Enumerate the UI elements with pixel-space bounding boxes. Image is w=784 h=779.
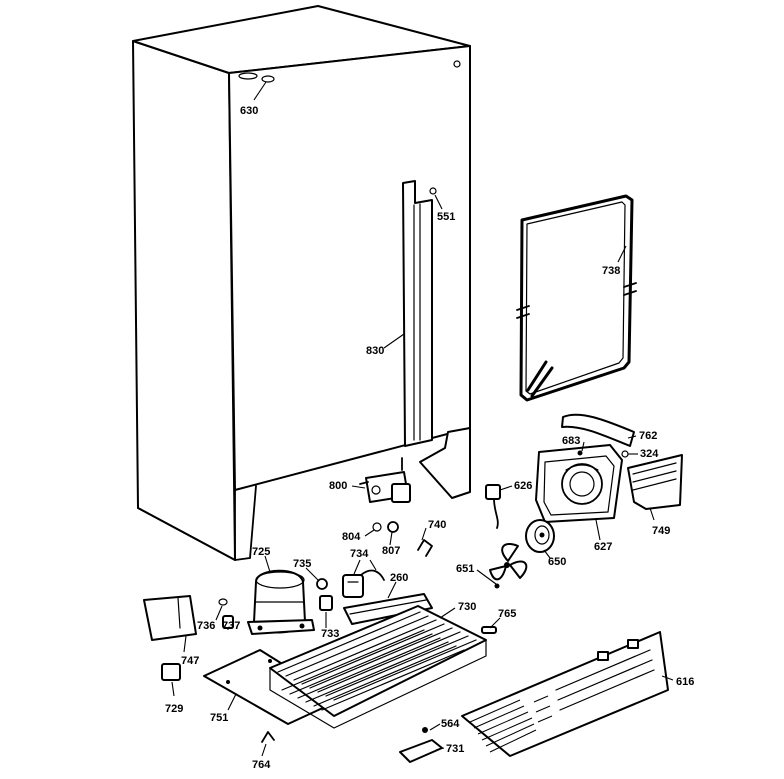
label-749: 749 <box>652 525 670 537</box>
label-735: 735 <box>293 558 311 570</box>
label-765: 765 <box>498 608 516 620</box>
panel-749 <box>627 454 683 510</box>
label-738: 738 <box>602 265 620 277</box>
label-626: 626 <box>514 480 532 492</box>
gasket-738 <box>516 194 637 402</box>
label-627: 627 <box>594 541 612 553</box>
label-807: 807 <box>382 545 400 557</box>
label-747: 747 <box>181 655 199 667</box>
motor-650 <box>525 519 555 553</box>
label-616: 616 <box>676 676 694 688</box>
fitting-807 <box>387 521 399 533</box>
fan-blade-651 <box>489 542 528 589</box>
label-651: 651 <box>456 563 474 575</box>
label-800: 800 <box>329 480 347 492</box>
bracket-731 <box>399 739 443 763</box>
clip-736 <box>218 598 228 606</box>
cabinet-rail <box>419 427 471 499</box>
valve-800 <box>359 457 411 503</box>
label-551: 551 <box>437 211 455 223</box>
grommet-735 <box>316 578 328 590</box>
label-737: 737 <box>222 620 240 632</box>
screw-324 <box>621 450 629 458</box>
label-630: 630 <box>240 105 258 117</box>
label-729: 729 <box>165 703 183 715</box>
label-740: 740 <box>428 519 446 531</box>
clip-740 <box>417 539 433 557</box>
clip-765 <box>481 626 497 634</box>
label-764: 764 <box>252 759 271 771</box>
tube-762 <box>561 413 635 447</box>
channel-830 <box>402 180 433 447</box>
sensor-626 <box>485 484 501 529</box>
label-683: 683 <box>562 435 580 447</box>
condenser-coil-730 <box>269 605 487 729</box>
label-324: 324 <box>640 448 659 460</box>
label-730: 730 <box>458 601 476 613</box>
screw-564 <box>422 727 428 733</box>
relay-734 <box>342 569 385 598</box>
label-733: 733 <box>321 628 339 640</box>
drain-pan-260 <box>343 593 433 625</box>
label-751: 751 <box>210 712 228 724</box>
screw-551 <box>429 187 437 195</box>
overload-733 <box>319 595 333 611</box>
fan-shroud-627 <box>535 444 623 523</box>
label-762: 762 <box>639 430 657 442</box>
label-260: 260 <box>390 572 408 584</box>
fitting-804 <box>372 522 382 532</box>
label-736: 736 <box>197 620 215 632</box>
label-734: 734 <box>350 548 369 560</box>
compressor-725 <box>247 569 315 635</box>
clip-764 <box>261 731 275 743</box>
bracket-747 <box>143 595 197 641</box>
label-830: 830 <box>366 345 384 357</box>
label-804: 804 <box>342 531 361 543</box>
part-labels: 630 551 738 830 762 683 324 800 626 749 … <box>165 105 694 771</box>
label-731: 731 <box>446 743 464 755</box>
capacitor-729 <box>161 663 181 681</box>
louvered-panel-616 <box>461 631 669 757</box>
leader-lines <box>171 81 674 757</box>
label-650: 650 <box>548 556 566 568</box>
label-564: 564 <box>441 718 460 730</box>
label-725: 725 <box>252 546 270 558</box>
